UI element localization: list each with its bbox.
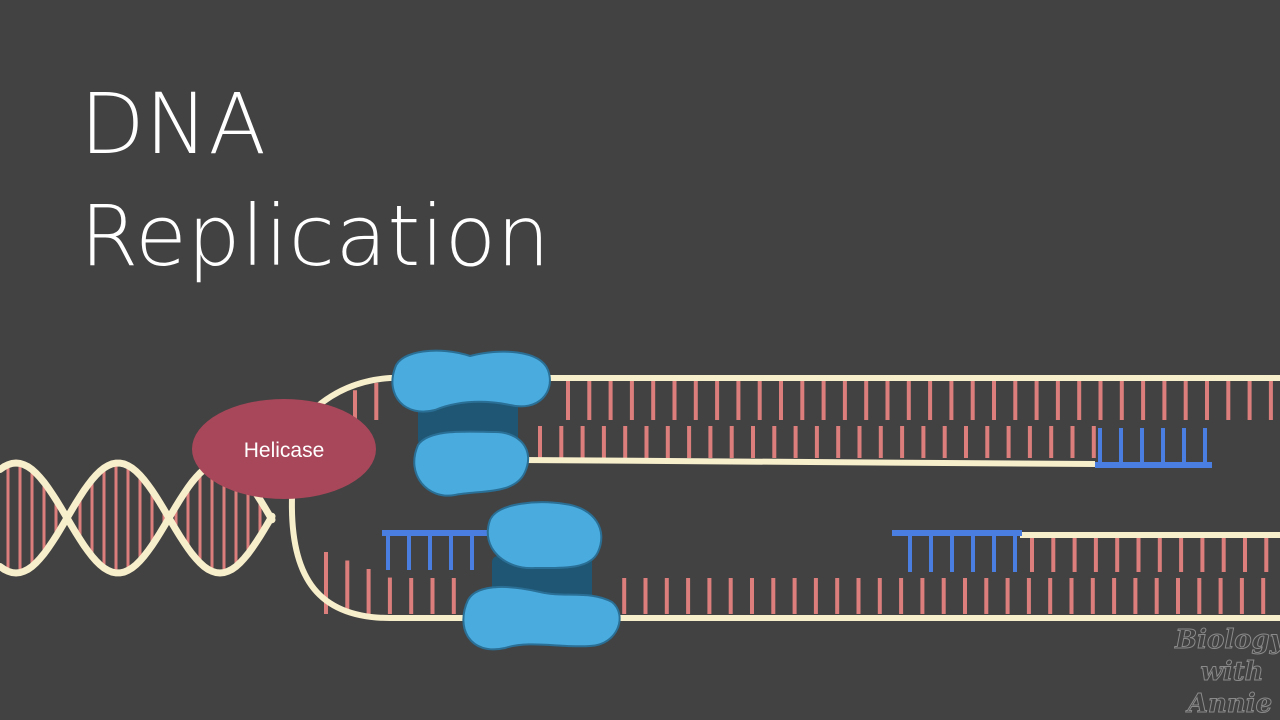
watermark-line-2: with — [1200, 657, 1263, 687]
upper-strand-base-pairs — [353, 381, 1273, 420]
title-line-2: Replication — [80, 187, 551, 285]
upper-polymerase-bottom — [413, 430, 530, 497]
upper-polymerase-top — [391, 349, 551, 413]
helicase-enzyme — [192, 399, 376, 499]
upper-okazaki-fragment — [1095, 428, 1212, 468]
helix-backbone-b — [0, 459, 276, 577]
upper-new-strand-backbone — [519, 457, 1096, 467]
lower-okazaki-fragment — [892, 530, 1022, 572]
upper-polymerase — [391, 349, 551, 497]
watermark-line-3: Annie — [1185, 689, 1272, 719]
helicase-label: Helicase — [244, 439, 325, 462]
upper-template-base-pairs — [538, 426, 1096, 458]
lower-polymerase — [462, 501, 621, 651]
lower-template-base-pairs — [1030, 538, 1269, 572]
lower-primer-left — [382, 530, 492, 570]
lower-polymerase-top — [486, 501, 603, 570]
title-line-1: DNA — [80, 75, 267, 173]
lower-parent-strand — [288, 497, 1280, 621]
lower-polymerase-bottom — [462, 586, 621, 651]
watermark: Biology with Annie — [1174, 625, 1280, 720]
watermark-line-1: Biology — [1174, 625, 1280, 655]
